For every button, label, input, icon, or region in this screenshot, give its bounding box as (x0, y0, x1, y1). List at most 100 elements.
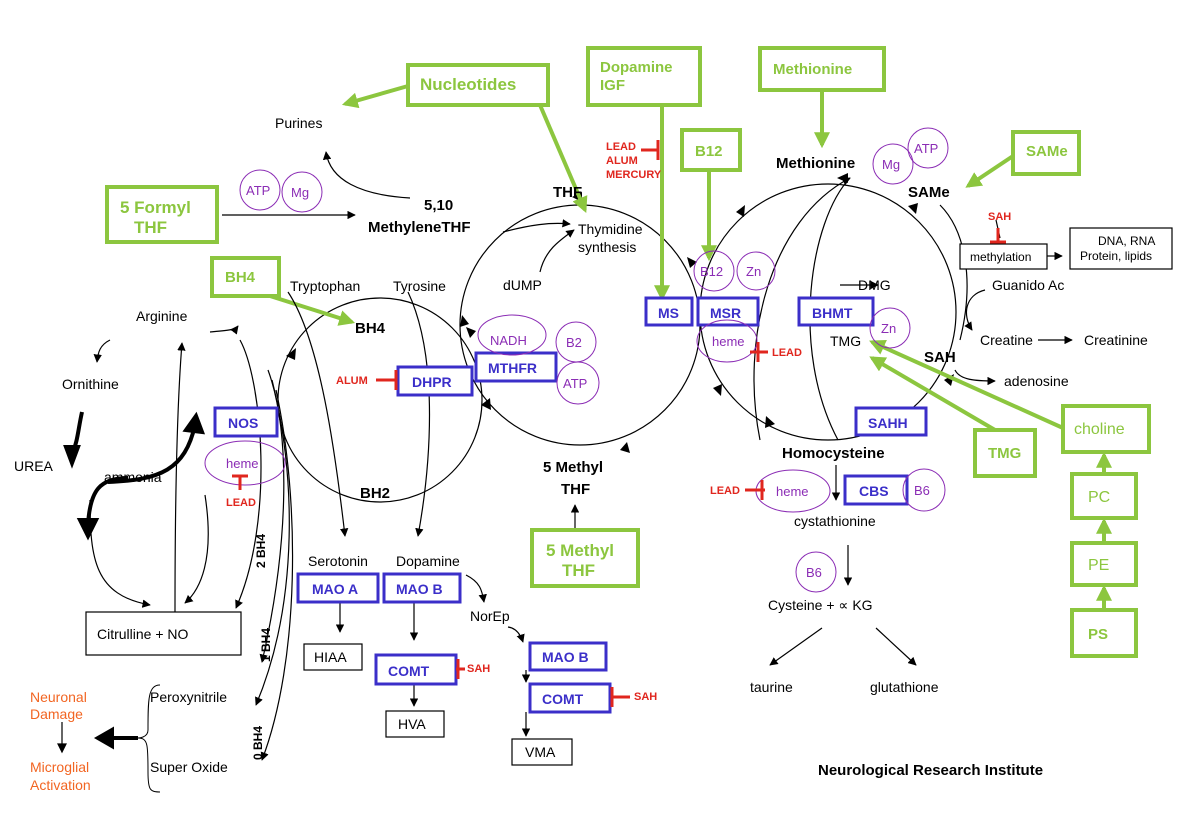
institute-label: Neurological Research Institute (818, 762, 1043, 779)
inhibitor-lead-2: LEAD (226, 497, 256, 509)
tmg-label: TMG (830, 333, 861, 349)
cysteine-label: Cysteine + ∝ KG (768, 597, 873, 613)
creatinine-label: Creatinine (1084, 332, 1148, 348)
thymidine-label-1: Thymidine (578, 221, 643, 237)
cofactor-atp-2: ATP (563, 376, 587, 391)
purines-label: Purines (275, 115, 322, 131)
methylene-thf-label-1: 5,10 (424, 197, 453, 214)
bh4-box-label: BH4 (225, 269, 256, 286)
enzyme-nos: NOS (228, 415, 258, 431)
plain-boxes (85, 227, 1173, 766)
homocysteine-label: Homocysteine (782, 445, 885, 462)
norep-label: NorEp (470, 608, 510, 624)
ps-box-label: PS (1088, 626, 1108, 643)
inhibitor-alum-1: ALUM (606, 155, 638, 167)
methylene-thf-label-2: MethyleneTHF (368, 219, 471, 236)
microglial-activation-label-1: Microglial (30, 759, 89, 775)
enzyme-bhmt: BHMT (812, 305, 853, 321)
inhibitor-sah-2: SAH (467, 663, 490, 675)
methyl-thf-box-label-1: 5 Methyl (546, 541, 614, 560)
inhibitor-lead-3: LEAD (772, 347, 802, 359)
enzyme-mao-b-2: MAO B (542, 649, 589, 665)
glutathione-label: glutathione (870, 679, 939, 695)
formyl-thf-label-1: 5 Formyl (120, 198, 191, 217)
arginine-label: Arginine (136, 308, 188, 324)
thick-arrows (63, 411, 206, 750)
two-bh4-label: 2 BH4 (254, 534, 268, 568)
five-methyl-thf-label-2: THF (561, 481, 590, 498)
cystathionine-label: cystathionine (794, 513, 876, 529)
cofactor-b6-2: B6 (806, 565, 822, 580)
serotonin-label: Serotonin (308, 553, 368, 569)
inhibitor-lead-1: LEAD (606, 141, 636, 153)
enzyme-mao-b: MAO B (396, 581, 443, 597)
dopamine-igf-label-1: Dopamine (600, 59, 673, 76)
vma-label: VMA (525, 744, 556, 760)
inhibitor-sah-1: SAH (988, 211, 1011, 223)
dopamine-igf-label-2: IGF (600, 77, 625, 94)
cofactor-zn-1: Zn (746, 264, 761, 279)
protein-lipids-label: Protein, lipids (1080, 249, 1152, 263)
microglial-activation-label-2: Activation (30, 777, 91, 793)
enzyme-msr: MSR (710, 305, 741, 321)
cofactor-atp-1: ATP (246, 183, 270, 198)
enzyme-mthfr: MTHFR (488, 360, 537, 376)
nucleotides-box-label: Nucleotides (420, 75, 516, 94)
cofactor-nadh: NADH (490, 333, 527, 348)
inhibitor-lead-4: LEAD (710, 485, 740, 497)
inhibitor-marks (232, 140, 1006, 707)
inhibitor-sah-3: SAH (634, 691, 657, 703)
enzyme-ms: MS (658, 305, 679, 321)
cofactor-shapes (204, 127, 949, 593)
enzyme-dhpr: DHPR (412, 374, 452, 390)
same-label: SAMe (908, 184, 950, 201)
methyl-thf-box-label-2: THF (562, 561, 595, 580)
one-bh4-label: 1 BH4 (259, 628, 273, 662)
enzyme-cbs: CBS (859, 483, 889, 499)
thf-label: THF (553, 184, 582, 201)
cofactor-b12: B12 (700, 264, 723, 279)
green-arrows (269, 84, 1112, 610)
urea-label: UREA (14, 458, 54, 474)
neuronal-damage-label-2: Damage (30, 706, 83, 722)
enzyme-boxes (213, 296, 928, 714)
pe-box-label: PE (1088, 557, 1109, 574)
cofactor-zn-2: Zn (881, 321, 896, 336)
creatine-label: Creatine (980, 332, 1033, 348)
super-oxide-label: Super Oxide (150, 759, 228, 775)
bracket-left (137, 684, 161, 793)
cofactor-heme-2: heme (226, 456, 259, 471)
hva-label: HVA (398, 716, 426, 732)
cofactor-atp-3: ATP (914, 141, 938, 156)
peroxynitrile-label: Peroxynitrile (150, 689, 227, 705)
dump-label: dUMP (503, 277, 542, 293)
dmg-label: DMG (858, 277, 891, 293)
ammonia-label: ammonia (104, 469, 162, 485)
sah-label: SAH (924, 349, 956, 366)
formyl-thf-label-2: THF (134, 218, 167, 237)
black-arrows (57, 151, 1073, 761)
same-box-label: SAMe (1026, 143, 1068, 160)
enzyme-sahh: SAHH (868, 415, 908, 431)
zero-bh4-label: 0 BH4 (251, 726, 265, 760)
hiaa-label: HIAA (314, 649, 347, 665)
choline-box-label: choline (1074, 421, 1125, 438)
inhibitor-mercury: MERCURY (606, 169, 662, 181)
cofactor-heme-3: heme (776, 484, 809, 499)
thymidine-label-2: synthesis (578, 239, 636, 255)
guanido-label: Guanido Ac (992, 277, 1064, 293)
bh4-label: BH4 (355, 320, 386, 337)
methylation-label: methylation (970, 250, 1031, 264)
cofactor-b2: B2 (566, 335, 582, 350)
methionine-box-label: Methionine (773, 61, 852, 78)
cofactor-heme-1: heme (712, 334, 745, 349)
dopamine-label: Dopamine (396, 553, 460, 569)
cofactor-b6-1: B6 (914, 483, 930, 498)
tryptophan-label: Tryptophan (290, 278, 360, 294)
enzyme-comt: COMT (388, 663, 430, 679)
inhibitor-alum-2: ALUM (336, 375, 368, 387)
methionine-label: Methionine (776, 155, 855, 172)
dna-rna-label: DNA, RNA (1098, 234, 1155, 248)
ornithine-label: Ornithine (62, 376, 119, 392)
